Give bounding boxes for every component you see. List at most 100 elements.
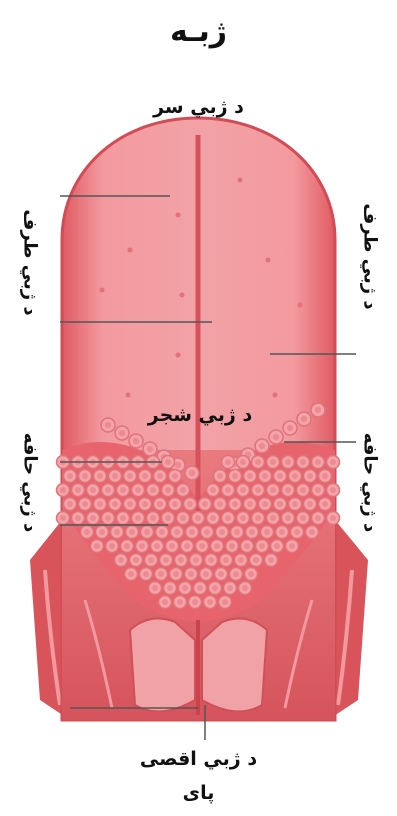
papilla-center xyxy=(158,571,164,577)
papilla-center xyxy=(229,543,235,549)
papilla-center xyxy=(180,515,186,521)
papilla-center xyxy=(165,487,171,493)
papilla-center xyxy=(217,501,223,507)
papilla-center xyxy=(193,557,199,563)
papilla-center xyxy=(197,585,203,591)
label-tongue-edge-right: د ژبي حافه xyxy=(360,423,381,543)
papilla-center xyxy=(157,473,163,479)
papilla-center xyxy=(114,529,120,535)
papilla-center xyxy=(300,487,306,493)
papilla-center xyxy=(97,501,103,507)
papilla-center xyxy=(270,515,276,521)
papilla-center xyxy=(150,487,156,493)
papilla-center xyxy=(204,529,210,535)
papilla-center xyxy=(172,501,178,507)
root-lobe-right xyxy=(202,618,267,711)
papilla-center xyxy=(188,571,194,577)
papilla-center xyxy=(238,557,244,563)
papilla-center xyxy=(240,487,246,493)
papilla-center xyxy=(268,557,274,563)
papilla-center xyxy=(270,487,276,493)
label-tongue-root-line1: د ژبي اقصی xyxy=(0,748,397,770)
papilla-center xyxy=(225,487,231,493)
papilla-center xyxy=(247,473,253,479)
papilla-center xyxy=(144,529,150,535)
papilla-center xyxy=(109,543,115,549)
papilla-center xyxy=(253,557,259,563)
papilla-center xyxy=(300,515,306,521)
papilla-center xyxy=(112,473,118,479)
papilla-center xyxy=(150,515,156,521)
papilla-center xyxy=(217,473,223,479)
label-tongue-septum: د ژبي شجر xyxy=(100,404,300,426)
papilla-center xyxy=(152,585,158,591)
papilla-center xyxy=(315,487,321,493)
papilla-center xyxy=(97,473,103,479)
papilla-center xyxy=(234,529,240,535)
papilla-center xyxy=(307,501,313,507)
papilla-center xyxy=(60,487,66,493)
papilla-center xyxy=(301,416,307,422)
papilla-center xyxy=(75,515,81,521)
papilla-center xyxy=(247,501,253,507)
papilla-center xyxy=(264,529,270,535)
papilla-center xyxy=(135,515,141,521)
papilla-center xyxy=(133,557,139,563)
papilla-center xyxy=(330,459,336,465)
papilla-center xyxy=(169,543,175,549)
papilla-center xyxy=(82,473,88,479)
papilla-center xyxy=(240,515,246,521)
papilla-center xyxy=(120,487,126,493)
papilla-center xyxy=(262,501,268,507)
papilla-center xyxy=(120,515,126,521)
papilla-center xyxy=(127,501,133,507)
papilla-center xyxy=(315,459,321,465)
papilla-center xyxy=(208,557,214,563)
papilla-center xyxy=(322,501,328,507)
papilla-center xyxy=(189,529,195,535)
papilla-center xyxy=(128,571,134,577)
papilla-center xyxy=(99,529,105,535)
papilla-center xyxy=(162,599,168,605)
papilla-center xyxy=(232,501,238,507)
papilla-center xyxy=(119,430,125,436)
papilla-center xyxy=(142,473,148,479)
papilla-center xyxy=(330,487,336,493)
papilla-center xyxy=(177,599,183,605)
papilla-center xyxy=(105,487,111,493)
papilla-center xyxy=(167,585,173,591)
papilla-center xyxy=(219,529,225,535)
papilla-center xyxy=(285,459,291,465)
papilla-center xyxy=(60,515,66,521)
papilla-center xyxy=(199,543,205,549)
papilla-center xyxy=(118,557,124,563)
label-tongue-side-right: د ژبي طرف xyxy=(360,197,381,317)
papilla-center xyxy=(214,543,220,549)
papilla-center xyxy=(262,473,268,479)
papilla-center xyxy=(210,515,216,521)
papilla-center xyxy=(90,487,96,493)
papilla-center xyxy=(274,543,280,549)
papilla-center xyxy=(249,529,255,535)
label-tongue-edge-left: د ژبي حافه xyxy=(20,413,41,553)
papilla-center xyxy=(129,529,135,535)
papilla-center xyxy=(178,557,184,563)
papilla-center xyxy=(90,515,96,521)
papilla-center xyxy=(259,443,265,449)
papilla-center xyxy=(203,571,209,577)
papilla-center xyxy=(148,557,154,563)
papilla-center xyxy=(255,515,261,521)
papilla-center xyxy=(202,501,208,507)
papilla-center xyxy=(192,599,198,605)
papilla-center xyxy=(244,543,250,549)
papilla-center xyxy=(309,529,315,535)
papilla-center xyxy=(195,515,201,521)
papilla-center xyxy=(157,501,163,507)
papilla-center xyxy=(223,557,229,563)
papilla-center xyxy=(163,557,169,563)
papilla-center xyxy=(127,473,133,479)
label-tongue-tip: د ژبي سر xyxy=(0,96,397,118)
papilla-center xyxy=(315,407,321,413)
papilla-center xyxy=(112,501,118,507)
papilla-center xyxy=(154,543,160,549)
